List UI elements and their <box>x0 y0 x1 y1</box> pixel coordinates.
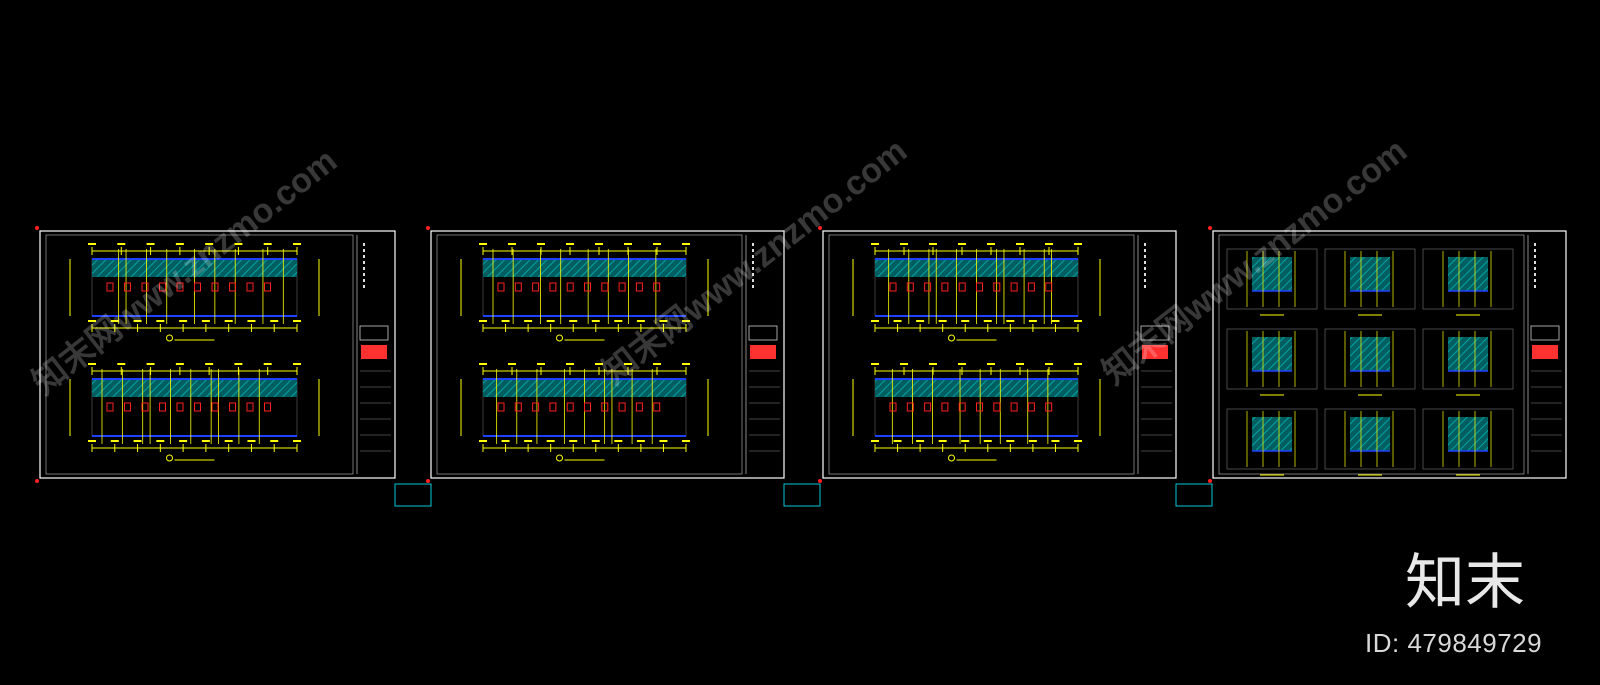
sheet-tab-2 <box>783 483 821 507</box>
drawing-sheet-2 <box>426 226 785 483</box>
sheet-tab-1 <box>394 483 432 507</box>
drawing-sheet-4 <box>1208 226 1567 483</box>
brand-logo-text: 知末 <box>1405 548 1525 615</box>
drawing-sheets <box>35 226 1567 507</box>
drawing-sheet-1 <box>35 226 396 483</box>
sheet-tab-3 <box>1175 483 1213 507</box>
brand-logo: 知末 <box>1405 548 1525 615</box>
asset-id-label: ID: 479849729 <box>1365 628 1543 658</box>
drawing-sheet-3 <box>818 226 1177 483</box>
